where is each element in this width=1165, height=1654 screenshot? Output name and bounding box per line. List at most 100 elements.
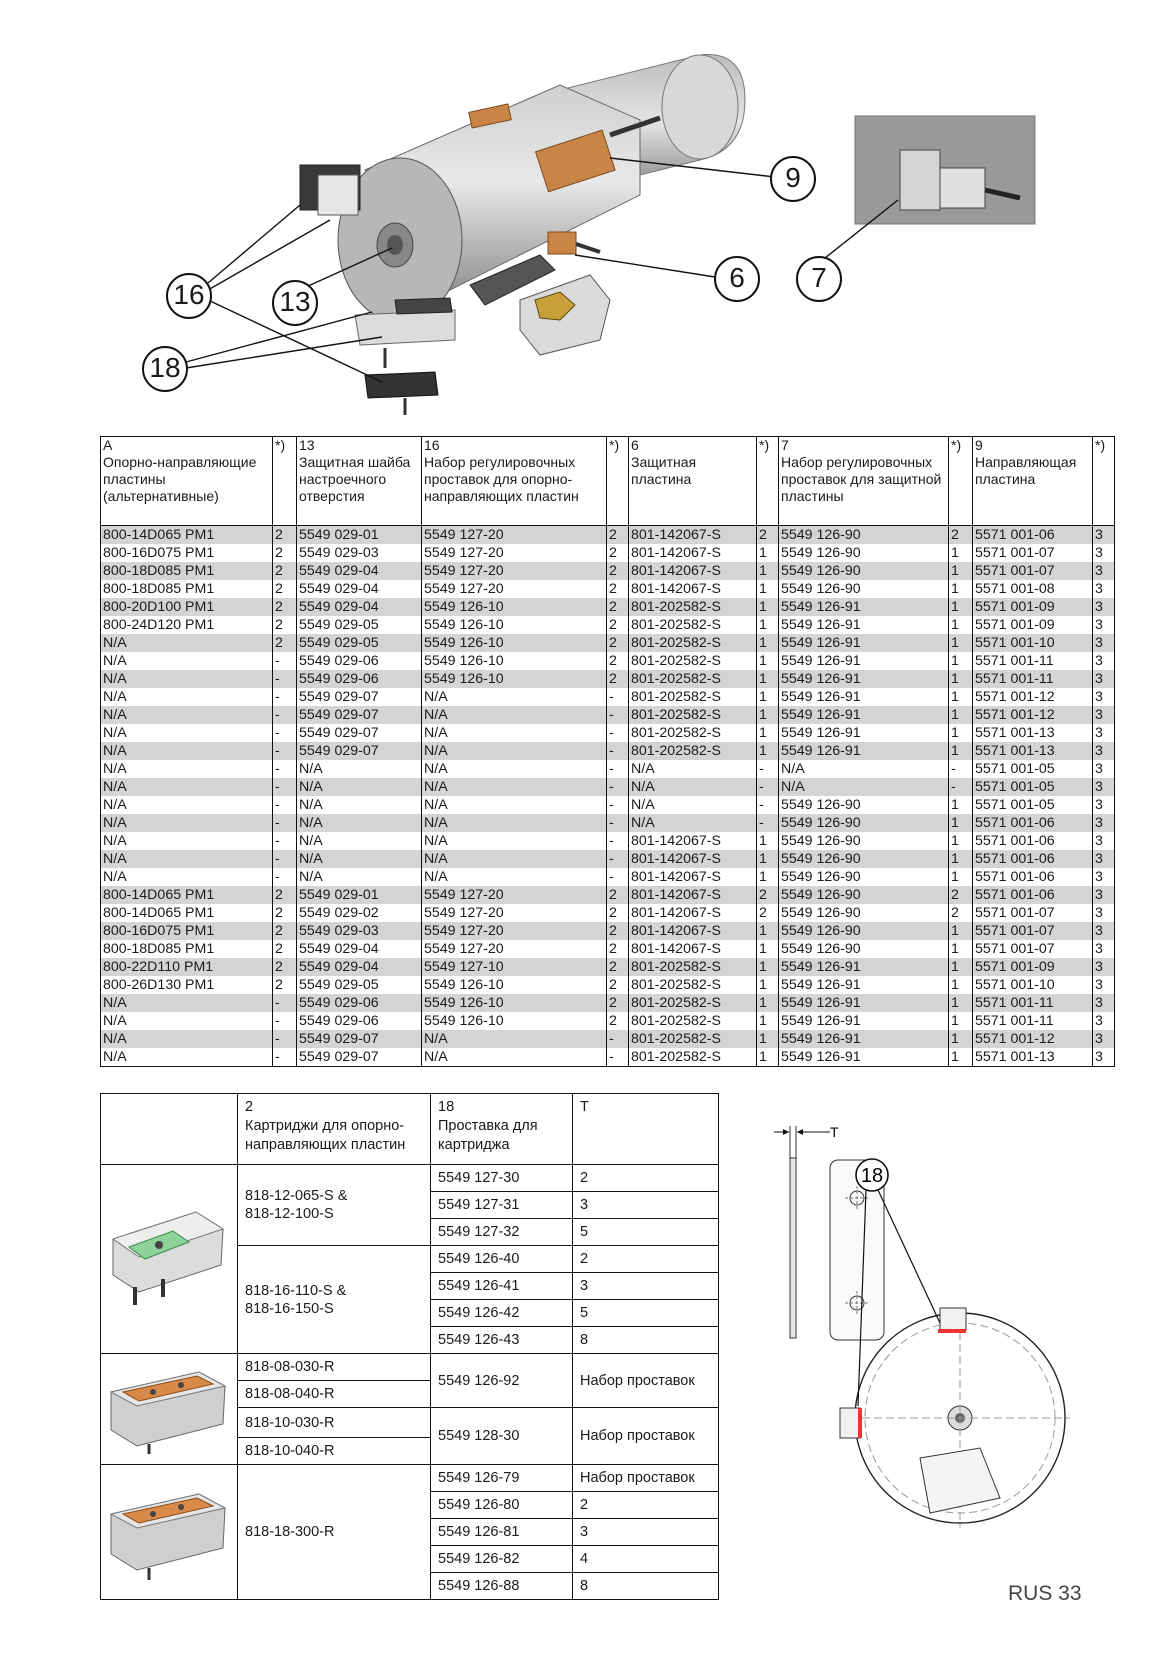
cell-guard-plate-6: 801-202582-S <box>628 598 757 616</box>
cell-spacer-set-7: 5549 126-91 <box>778 1048 949 1067</box>
cell-qty-6: - <box>756 760 779 778</box>
callout-7: 7 <box>796 256 842 302</box>
header-cartridge-num: 2 <box>245 1099 254 1115</box>
cell-washer-13: 5549 029-05 <box>296 976 422 994</box>
cell-guide-plate-9: 5571 001-06 <box>972 832 1093 850</box>
cell-spacer-set-16: 5549 127-20 <box>421 940 607 958</box>
cartridge-name: 818-10-030-R <box>237 1407 431 1438</box>
cell-qty-9: 3 <box>1092 1030 1115 1048</box>
cell-qty-9: 3 <box>1092 940 1115 958</box>
cell-alt-plate: N/A <box>100 796 273 814</box>
cell-qty-16: 2 <box>606 1012 629 1030</box>
t-value: 4 <box>572 1545 719 1573</box>
cell-qty-6: 1 <box>756 958 779 976</box>
cell-qty-6: 1 <box>756 670 779 688</box>
cell-qty-a: - <box>272 742 297 760</box>
table-row: 5549 126-82 4 <box>101 1545 719 1573</box>
spacer-number: 5549 128-30 <box>430 1407 573 1465</box>
cell-spacer-set-16: N/A <box>421 1030 607 1048</box>
cell-washer-13: 5549 029-05 <box>296 634 422 652</box>
cell-qty-9: 3 <box>1092 688 1115 706</box>
cell-qty-6: 1 <box>756 580 779 598</box>
header-star-3: *) <box>756 436 779 526</box>
table-row: 818-12-065-S & 818-12-100-S 5549 127-30 … <box>100 1164 719 1354</box>
cell-qty-a: - <box>272 760 297 778</box>
cartridge-name: 818-16-110-S & 818-16-150-S <box>237 1245 431 1354</box>
cell-qty-a: 2 <box>272 580 297 598</box>
cell-alt-plate: 800-16D075 PM1 <box>100 922 273 940</box>
callout-13: 13 <box>272 280 318 326</box>
cell-spacer-set-7: 5549 126-91 <box>778 652 949 670</box>
t-value: 5 <box>572 1218 719 1246</box>
cell-spacer-set-7: 5549 126-90 <box>778 868 949 886</box>
cell-qty-9: 3 <box>1092 580 1115 598</box>
spacer-number: 5549 127-30 <box>430 1164 573 1192</box>
cell-guard-plate-6: 801-202582-S <box>628 706 757 724</box>
cell-qty-16: - <box>606 778 629 796</box>
cell-qty-7: 1 <box>948 832 973 850</box>
cell-guard-plate-6: N/A <box>628 796 757 814</box>
cell-alt-plate: N/A <box>100 1012 273 1030</box>
cell-spacer-set-7: 5549 126-90 <box>778 796 949 814</box>
spacer-number: 5549 126-43 <box>430 1326 573 1354</box>
cell-spacer-set-7: 5549 126-91 <box>778 976 949 994</box>
cell-washer-13: 5549 029-04 <box>296 598 422 616</box>
cartridge-name: 818-12-065-S & 818-12-100-S <box>237 1164 431 1246</box>
cell-guide-plate-9: 5571 001-06 <box>972 886 1093 904</box>
cell-washer-13: N/A <box>296 796 422 814</box>
cell-qty-7: 1 <box>948 1048 973 1067</box>
cell-guide-plate-9: 5571 001-11 <box>972 670 1093 688</box>
cell-qty-16: - <box>606 1048 629 1067</box>
callout-18-right: 18 <box>861 1165 883 1187</box>
cell-qty-a: - <box>272 724 297 742</box>
cell-qty-a: 2 <box>272 940 297 958</box>
cell-spacer-set-7: 5549 126-91 <box>778 688 949 706</box>
cell-washer-13: N/A <box>296 778 422 796</box>
cell-alt-plate: N/A <box>100 850 273 868</box>
cartridge-name: 818-08-040-R <box>237 1380 431 1408</box>
cell-spacer-set-16: N/A <box>421 760 607 778</box>
cell-alt-plate: 800-24D120 PM1 <box>100 616 273 634</box>
table-row: 5549 127-32 5 <box>101 1218 719 1246</box>
header-9-num: 9 <box>975 437 983 454</box>
cell-spacer-set-7: 5549 126-91 <box>778 742 949 760</box>
cell-qty-6: 2 <box>756 904 779 922</box>
cell-alt-plate: N/A <box>100 688 273 706</box>
cell-qty-a: - <box>272 850 297 868</box>
header-7-label: Набор регулировочных проставок для защит… <box>781 454 942 504</box>
cell-qty-a: 2 <box>272 976 297 994</box>
cell-qty-a: - <box>272 994 297 1012</box>
cell-guide-plate-9: 5571 001-07 <box>972 562 1093 580</box>
header-a-label: Опорно-направляющие пластины (альтернати… <box>103 454 257 504</box>
cell-qty-9: 3 <box>1092 904 1115 922</box>
cell-qty-a: 2 <box>272 525 297 544</box>
spacer-drawing: T 18 <box>774 1124 1070 1528</box>
cell-qty-9: 3 <box>1092 760 1115 778</box>
cell-washer-13: 5549 029-06 <box>296 994 422 1012</box>
cell-guide-plate-9: 5571 001-10 <box>972 976 1093 994</box>
cell-alt-plate: N/A <box>100 724 273 742</box>
cell-qty-a: 2 <box>272 922 297 940</box>
cell-qty-7: 1 <box>948 652 973 670</box>
cell-qty-7: 1 <box>948 724 973 742</box>
cell-alt-plate: N/A <box>100 742 273 760</box>
cell-qty-a: - <box>272 1030 297 1048</box>
cell-guide-plate-9: 5571 001-09 <box>972 616 1093 634</box>
cell-washer-13: 5549 029-03 <box>296 544 422 562</box>
header-t: T <box>572 1093 719 1165</box>
cell-guide-plate-9: 5571 001-05 <box>972 778 1093 796</box>
cell-spacer-set-16: 5549 127-20 <box>421 525 607 544</box>
cell-qty-a: 2 <box>272 886 297 904</box>
cell-guard-plate-6: N/A <box>628 760 757 778</box>
